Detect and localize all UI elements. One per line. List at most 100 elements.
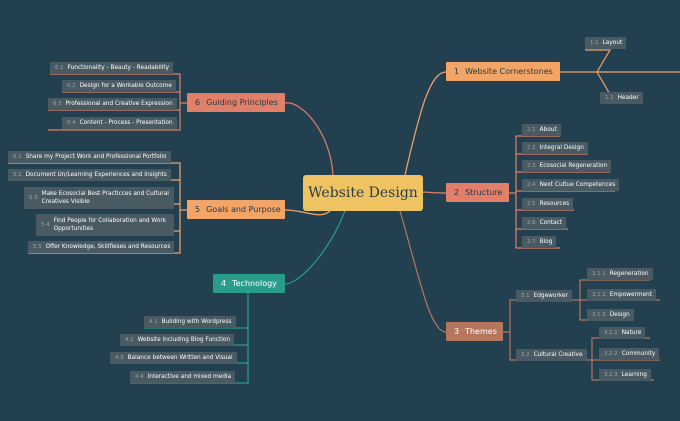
topic-about[interactable]: 2.1 About [522,124,561,136]
topic-number: 2.6 [527,220,536,226]
topic-resources[interactable]: 2.5 Resources [522,198,574,210]
topic-blog[interactable]: 2.7 Blog [522,236,557,248]
topic-label: Website including Blog Function [137,337,231,343]
branch-label: Website Cornerstones [465,67,553,76]
topic-nature[interactable]: 3.2.1 Nature [599,327,646,339]
topic-number: 1.1 [590,40,599,46]
branch-number: 6 [195,98,201,107]
topic-label: Cultural Creative [533,352,583,358]
branch-themes[interactable]: 3 Themes [446,322,503,341]
topic-number: 3.2.2 [604,351,618,357]
topic-number: 4.2 [125,337,134,343]
branch-number: 5 [195,205,201,214]
branch-technology[interactable]: 4 Technology [213,274,285,293]
topic-find-collaboration[interactable]: 5.4 Find People for Collaboration and Wo… [36,214,174,236]
topic-label: Design for a Workable Outcome [79,83,172,89]
topic-interactive-mixed-media[interactable]: 4.4 Interactive and mixed media [130,371,236,383]
topic-website-including-blog[interactable]: 4.2 Website including Blog Function [120,334,235,346]
topic-number: 6.3 [53,101,62,107]
topic-label: Edgeworker [533,293,568,299]
topic-building-with-wordpress[interactable]: 4.1 Building with Wordpress [144,316,236,328]
topic-balance-written-visual[interactable]: 4.3 Balance between Written and Visual [110,352,237,364]
branch-structure[interactable]: 2 Structure [446,183,509,202]
branch-guiding-principles[interactable]: 6 Guiding Principles [187,93,285,112]
topic-label: Ecosocial Regeneration [539,163,608,169]
topic-label: Integral Design [539,145,584,151]
topic-number: 3.2.1 [604,330,618,336]
topic-contact[interactable]: 2.6 Contact [522,217,567,229]
topic-number: 4.4 [135,374,144,380]
topic-label: Interactive and mixed media [147,374,232,380]
topic-ecosocial-best-practices[interactable]: 5.3 Make Ecosocial Best Practicces and C… [24,187,174,209]
branch-label: Goals and Purpose [206,205,281,214]
topic-number: 5.2 [13,172,22,178]
topic-ecosocial-regeneration[interactable]: 2.3 Ecosocial Regeneration [522,160,612,172]
topic-document-unlearning[interactable]: 5.2 Document Un/Learning Experiences and… [8,169,171,181]
topic-label: Community [621,351,656,357]
topic-share-project-work[interactable]: 5.1 Share my Project Work and Profession… [8,151,171,163]
branch-website-cornerstones[interactable]: 1 Website Cornerstones [446,62,560,81]
topic-label: Layout [602,40,623,46]
topic-label: Document Un/Learning Experiences and Ins… [25,172,167,178]
topic-label: Blog [539,239,553,245]
topic-label: Resources [539,201,570,207]
topic-number: 4.3 [115,355,124,361]
topic-number: 5.3 [29,195,38,201]
topic-label: Find People for Collaboration and Work O… [53,218,167,232]
topic-layout[interactable]: 1.1 Layout [585,37,627,49]
branch-goals-and-purpose[interactable]: 5 Goals and Purpose [187,200,285,219]
topic-number: 3.1.1 [592,271,606,277]
topic-number: 6.4 [67,120,76,126]
topic-professional-creative[interactable]: 6.3 Professional and Creative Expression [48,98,177,110]
topic-community[interactable]: 3.2.2 Community [599,348,660,360]
topic-number: 3.2.3 [604,372,618,378]
topic-design[interactable]: 3.1.3 Design [587,309,634,321]
topic-label: About [539,127,557,133]
topic-number: 4.1 [149,319,158,325]
branch-number: 1 [454,67,460,76]
topic-content-process[interactable]: 6.4 Content - Process - Presentation [62,117,177,129]
topic-label: Building with Wordpress [161,319,232,325]
topic-header[interactable]: 1.2 Header [600,92,643,104]
topic-label: Learning [621,372,647,378]
topic-number: 2.2 [527,145,536,151]
topic-empowerment[interactable]: 3.1.2 Empowerment [587,289,657,301]
topic-learning[interactable]: 3.2.3 Learning [599,369,651,381]
central-topic[interactable]: Website Design [303,175,423,211]
topic-label: Share my Project Work and Professional P… [25,154,167,160]
branch-label: Structure [465,188,503,197]
topic-label: Professional and Creative Expression [65,101,173,107]
topic-design-workable-outcome[interactable]: 6.2 Design for a Workable Outcome [62,80,176,92]
topic-number: 3.2 [521,352,530,358]
topic-label: Make Ecosocial Best Practicces and Cultu… [41,191,169,205]
topic-label: Next Cultue Competences [539,182,616,188]
topic-label: Regeneration [609,271,649,277]
topic-integral-design[interactable]: 2.2 Integral Design [522,142,588,154]
topic-label: Nature [621,330,642,336]
topic-offer-knowledge[interactable]: 5.5 Offer Knowledge, Skillfleses and Res… [28,241,175,253]
topic-label: Functionality - Beauty - Readability [67,65,170,71]
topic-edgeworker[interactable]: 3.1 Edgeworker [516,290,572,302]
branch-number: 2 [454,188,460,197]
topic-number: 1.2 [605,95,614,101]
topic-number: 6.2 [67,83,76,89]
topic-number: 3.1.2 [592,292,606,298]
topic-label: Header [617,95,639,101]
topic-cultural-creative[interactable]: 3.2 Cultural Creative [516,349,587,361]
topic-number: 6.1 [55,65,64,71]
topic-label: Contact [539,220,563,226]
topic-number: 3.1.3 [592,312,606,318]
topic-label: Offer Knowledge, Skillfleses and Resourc… [45,244,171,250]
topic-number: 3.1 [521,293,530,299]
topic-label: Content - Process - Presentation [79,120,173,126]
topic-number: 2.3 [527,163,536,169]
branch-label: Guiding Principles [206,98,278,107]
topic-next-culture-competences[interactable]: 2.4 Next Cultue Competences [522,179,620,191]
topic-regeneration[interactable]: 3.1.1 Regeneration [587,268,653,280]
branch-number: 4 [221,279,227,288]
topic-number: 2.4 [527,182,536,188]
topic-number: 5.1 [13,154,22,160]
topic-number: 2.5 [527,201,536,207]
topic-functionality-beauty[interactable]: 6.1 Functionality - Beauty - Readability [50,62,174,74]
